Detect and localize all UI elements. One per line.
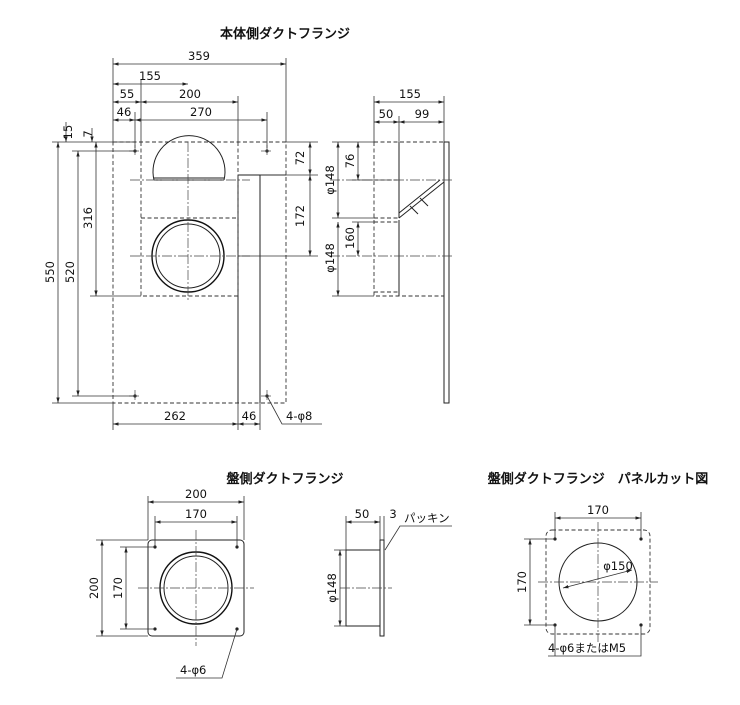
dim-pf-200: 200 [185, 487, 207, 501]
dim-main-b46: 46 [242, 409, 257, 423]
dim-main-46: 46 [117, 105, 132, 119]
panel-flange-side: 50 3 パッキン φ148 [325, 507, 452, 637]
dim-main-316: 316 [81, 207, 95, 229]
leader-pf-holes [176, 628, 238, 679]
dim-pc-150: φ150 [603, 559, 633, 573]
main-duct-strip [237, 175, 261, 403]
dim-pc-h170: 170 [515, 571, 529, 593]
label-pc-holes: 4-φ6またはM5 [548, 641, 626, 655]
main-duct-outline [140, 142, 239, 297]
dim-main-550: 550 [43, 261, 57, 283]
dim-side-148b: φ148 [323, 243, 337, 273]
dim-side-76: 76 [343, 154, 357, 169]
dim-main-359: 359 [188, 49, 210, 63]
dim-main-270: 270 [190, 105, 212, 119]
main-upper-port [152, 135, 226, 181]
dim-main-262: 262 [164, 409, 186, 423]
leader-packing [384, 525, 452, 551]
dim-side-155: 155 [399, 87, 421, 101]
dim-ps-148: φ148 [325, 573, 339, 603]
dim-main-15: 15 [61, 125, 75, 140]
dim-ps-3: 3 [389, 507, 396, 521]
dim-side-99: 99 [415, 107, 430, 121]
panel-cut-diameter-line [562, 569, 633, 589]
main-front-view: 359 155 55 200 46 270 550 520 316 15 7 7… [43, 49, 322, 430]
side-upper-duct [374, 179, 399, 219]
main-side-view: 155 50 99 φ148 φ148 76 160 [323, 87, 454, 404]
dim-side-160: 160 [343, 227, 357, 249]
label-main-holes: 4-φ8 [286, 409, 312, 423]
leader-main-holes [266, 395, 322, 425]
dim-main-7: 7 [81, 130, 95, 137]
dim-pf-170: 170 [185, 507, 207, 521]
dim-side-148a: φ148 [323, 165, 337, 195]
dim-side-50: 50 [379, 107, 394, 121]
side-plate [443, 141, 450, 404]
dim-pf-h170: 170 [111, 577, 125, 599]
side-lower-duct [374, 221, 399, 293]
label-packing: パッキン [404, 511, 450, 525]
panel-cut-view: φ150 170 170 4-φ6またはM5 [515, 503, 658, 657]
label-pf-holes: 4-φ6 [180, 663, 206, 677]
dim-main-155: 155 [139, 69, 161, 83]
title-panel-flange: 盤側ダクトフランジ [225, 471, 343, 487]
dim-ps-50: 50 [355, 507, 370, 521]
dim-pf-h200: 200 [87, 577, 101, 599]
dim-main-172: 172 [293, 205, 307, 227]
dim-main-520: 520 [63, 261, 77, 283]
dim-main-55: 55 [120, 87, 135, 101]
panel-flange-front: 200 170 200 170 4-φ6 [87, 487, 254, 679]
title-main: 本体側ダクトフランジ [220, 26, 350, 42]
dim-pc-170: 170 [587, 503, 609, 517]
title-panel-cut: 盤側ダクトフランジ パネルカット図 [487, 471, 709, 487]
dim-main-200: 200 [179, 87, 201, 101]
dim-main-72: 72 [293, 151, 307, 166]
side-box-outline [373, 141, 444, 297]
leader-pc-holes [548, 625, 642, 657]
